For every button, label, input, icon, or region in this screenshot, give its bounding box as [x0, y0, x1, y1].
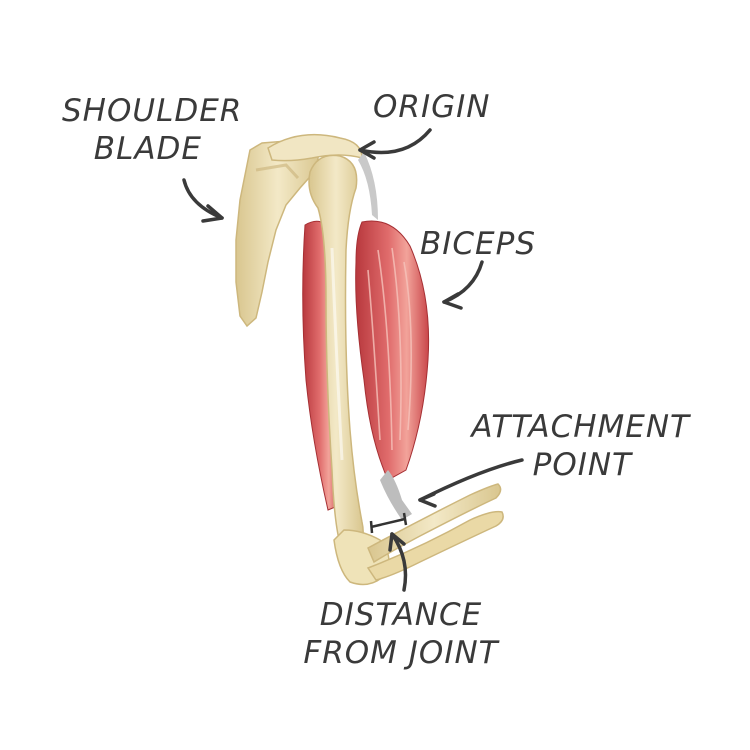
insertion-tendon — [380, 470, 412, 520]
distance-from-joint-label-line1: DISTANCE — [319, 597, 483, 633]
origin-arrowhead — [358, 140, 376, 160]
shoulder-blade-label: SHOULDER BLADE — [62, 92, 243, 168]
attachment-arrowhead — [418, 492, 437, 508]
biceps-arrowhead — [442, 292, 463, 310]
biceps-label: BICEPS — [420, 226, 537, 262]
attachment-point-label: ATTACHMENT POINT — [464, 408, 690, 484]
origin-arrow — [358, 128, 432, 155]
biceps-arrow — [442, 260, 484, 304]
acromion-bone — [267, 133, 363, 162]
ulna-bone — [366, 510, 504, 581]
biceps-muscle — [355, 220, 430, 481]
attachment-point-label-line1: ATTACHMENT — [471, 409, 690, 445]
origin-label: ORIGIN — [373, 89, 491, 125]
distance-marker — [369, 512, 408, 534]
attachment-point-label-line2: POINT — [532, 447, 632, 483]
distance-from-joint-label-line2: FROM JOINT — [303, 635, 499, 671]
distance-arrowhead — [388, 532, 406, 552]
shoulder-blade-label-line2: BLADE — [93, 131, 202, 167]
shoulder-blade-arrowhead — [201, 204, 224, 223]
distance-from-joint-label: DISTANCE FROM JOINT — [296, 596, 506, 672]
origin-tendon — [358, 152, 378, 220]
shoulder-blade-label-line1: SHOULDER — [62, 93, 243, 129]
